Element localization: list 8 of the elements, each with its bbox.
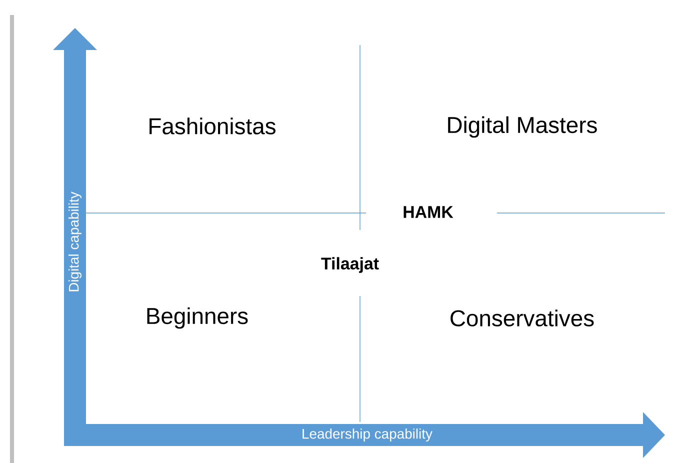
marker-label: Tilaajat [321, 257, 379, 273]
marker-label: HAMK [404, 206, 454, 218]
quadrant-label: Conservatives [450, 310, 594, 326]
axis-label: Leadership capability [302, 428, 432, 442]
quadrant-label: Fashionistas [150, 118, 276, 134]
quadrant-label: Digital Masters [448, 116, 597, 138]
quadrant-label: Beginners [147, 307, 248, 329]
axis-label: Digital capability [68, 192, 82, 292]
